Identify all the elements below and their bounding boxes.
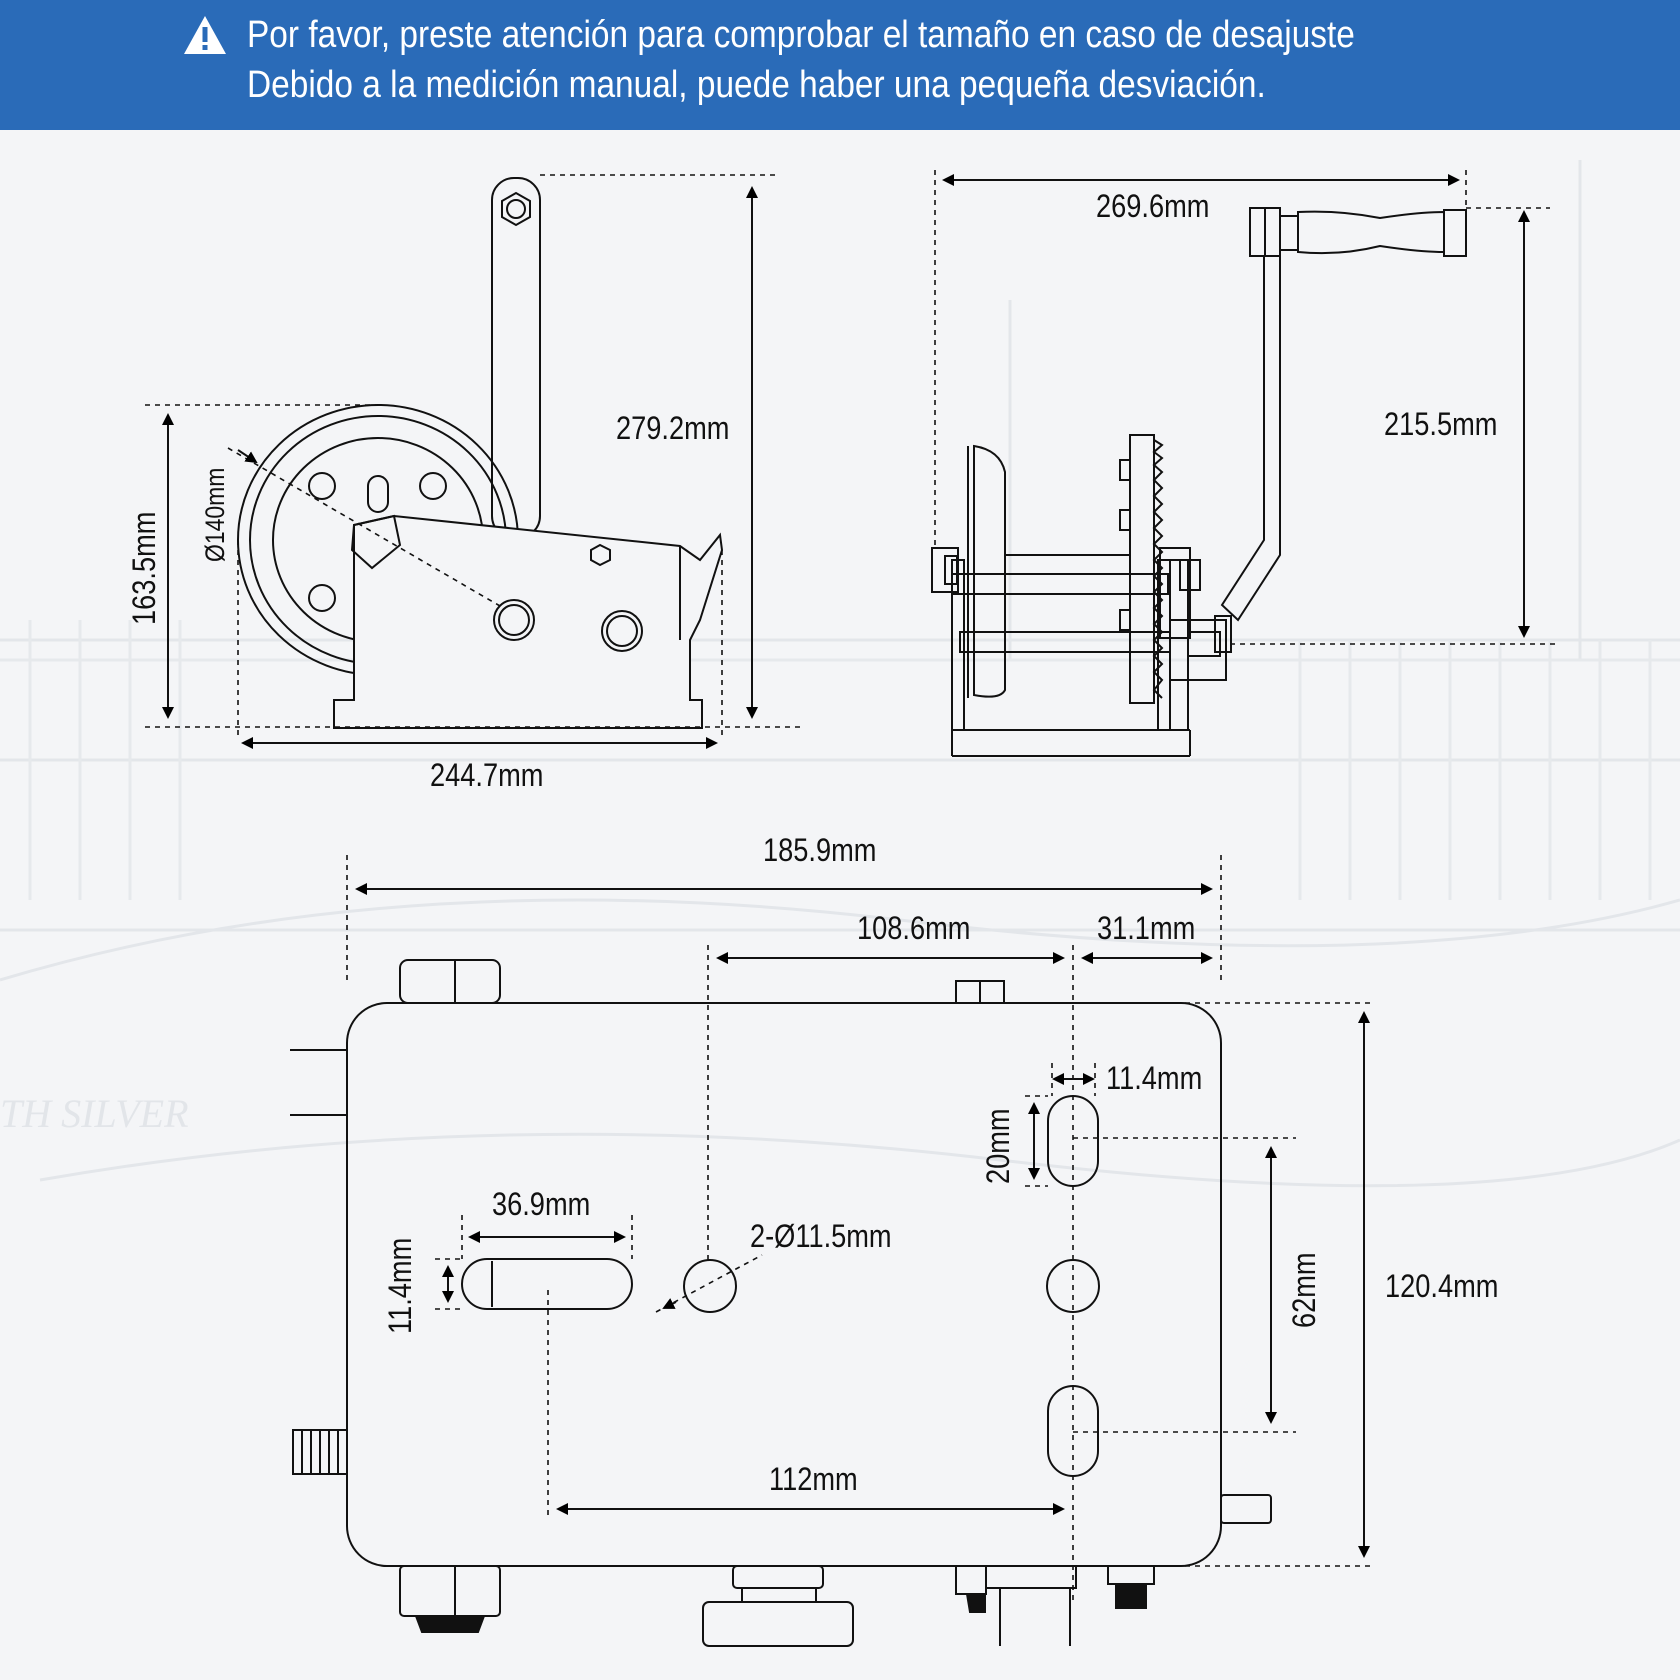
front-view [237, 177, 724, 729]
dim-slot-width-vertical: 11.4mm [1106, 1060, 1203, 1096]
dim-handle-height: 215.5mm [1384, 406, 1498, 442]
side-view [931, 207, 1467, 757]
watermark-brand: TH SILVER [0, 1091, 189, 1136]
banner-line-1: Por favor, preste atención para comproba… [247, 14, 1355, 56]
dim-slot-length-vertical: 20mm [980, 1108, 1016, 1184]
bottom-view-dimensions [346, 855, 1370, 1600]
dim-edge-offset: 31.1mm [1097, 910, 1196, 946]
dim-slot-spacing: 62mm [1286, 1252, 1322, 1328]
dim-slot-width-horizontal: 11.4mm [382, 1237, 418, 1334]
side-view-arrows [942, 174, 1530, 638]
warning-banner: Por favor, preste atención para comproba… [0, 0, 1680, 130]
dim-hole-diameter: 2-Ø11.5mm [750, 1218, 892, 1254]
dim-handle-width: 269.6mm [1096, 188, 1210, 224]
warning-triangle-icon [184, 16, 226, 54]
dim-hole-spacing: 112mm [769, 1461, 858, 1497]
dim-drum-diameter: Ø140mm [200, 467, 230, 562]
dim-overall-width: 185.9mm [763, 832, 877, 868]
banner-line-2: Debido a la medición manual, puede haber… [247, 64, 1266, 106]
dim-overall-height: 120.4mm [1385, 1268, 1499, 1304]
background-scene [0, 160, 1680, 1188]
dim-hole-offset: 108.6mm [857, 910, 971, 946]
front-view-arrows [162, 186, 758, 749]
dim-slot-length-horizontal: 36.9mm [492, 1186, 591, 1222]
front-view-dimensions [145, 174, 800, 740]
dim-front-base-height: 163.5mm [126, 511, 162, 625]
side-view-dimensions [934, 170, 1555, 645]
dim-front-width: 244.7mm [430, 757, 544, 793]
bottom-view-arrows [355, 883, 1370, 1558]
dim-front-total-height: 279.2mm [616, 410, 730, 446]
